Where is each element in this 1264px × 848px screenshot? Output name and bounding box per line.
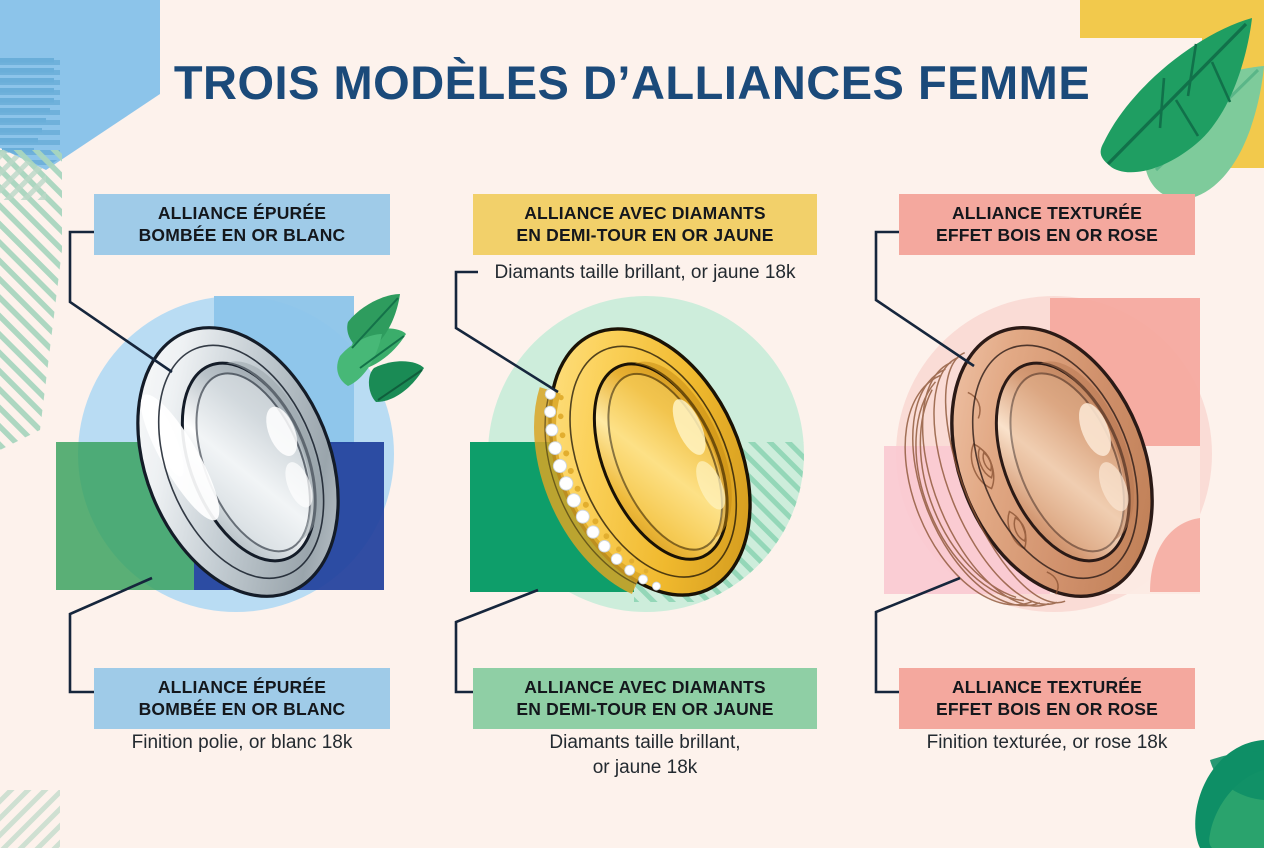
label-chip-bottom[interactable]: ALLIANCE AVEC DIAMANTS EN DEMI-TOUR EN O… [473,668,817,729]
label-line-1: ALLIANCE ÉPURÉE [157,203,327,223]
page-title: TROIS MODÈLES D’ALLIANCES FEMME [173,56,1091,109]
label-line-2: EFFET BOIS EN OR ROSE [935,699,1158,719]
leaf-icon-bottom-right-accent [1210,751,1264,800]
label-chip-top[interactable]: ALLIANCE AVEC DIAMANTS EN DEMI-TOUR EN O… [473,194,817,255]
diamond-channel [534,387,661,595]
column-yellow-gold-diamonds: ALLIANCE AVEC DIAMANTS EN DEMI-TOUR EN O… [420,0,840,848]
ring-icon [534,327,752,597]
caption-line-1: Diamants taille brillant, [549,732,741,753]
caption-bottom: Finition texturée, or rose 18k [926,732,1168,753]
label-line-1: ALLIANCE AVEC DIAMANTS [524,677,766,697]
top-left-polygon-decoration [0,0,160,170]
label-chip-bottom[interactable]: ALLIANCE ÉPURÉE BOMBÉE EN OR BLANC [94,668,390,729]
leaf-icon-top-right-dark [1100,18,1252,173]
ring-icon [136,326,340,598]
ring-illustration-white-gold [56,294,424,612]
column-rose-gold-wood: ALLIANCE TEXTURÉE EFFET BOIS EN OR ROSE … [844,0,1264,848]
caption-bottom: Finition polie, or blanc 18k [131,732,353,753]
label-line-2: EN DEMI-TOUR EN OR JAUNE [516,699,774,719]
ring-icon [904,325,1154,607]
bottom-left-hatch-decoration [0,790,60,848]
label-chip-top[interactable]: ALLIANCE TEXTURÉE EFFET BOIS EN OR ROSE [899,194,1195,255]
label-chip-top[interactable]: ALLIANCE ÉPURÉE BOMBÉE EN OR BLANC [94,194,390,255]
label-chip-bottom[interactable]: ALLIANCE TEXTURÉE EFFET BOIS EN OR ROSE [899,668,1195,729]
label-line-2: BOMBÉE EN OR BLANC [138,225,346,245]
label-line-1: ALLIANCE ÉPURÉE [157,677,327,697]
label-line-1: ALLIANCE AVEC DIAMANTS [524,203,766,223]
label-line-1: ALLIANCE TEXTURÉE [951,203,1143,223]
wood-grain-texture [904,352,1066,607]
label-line-1: ALLIANCE TEXTURÉE [951,677,1143,697]
label-line-2: EN DEMI-TOUR EN OR JAUNE [516,225,774,245]
ring-illustration-yellow-gold [470,296,804,612]
ring-illustration-rose-gold [884,296,1212,612]
label-line-2: BOMBÉE EN OR BLANC [138,699,346,719]
leaf-icon-cluster [337,294,424,402]
caption-top: Diamants taille brillant, or jaune 18k [494,262,796,283]
caption-line-2: or jaune 18k [592,757,698,778]
caption-bottom: Diamants taille brillant, or jaune 18k [460,730,830,780]
column-white-gold: ALLIANCE ÉPURÉE BOMBÉE EN OR BLANC ALLIA… [0,0,424,848]
top-left-stripe-band [0,58,54,153]
label-line-2: EFFET BOIS EN OR ROSE [935,225,1158,245]
